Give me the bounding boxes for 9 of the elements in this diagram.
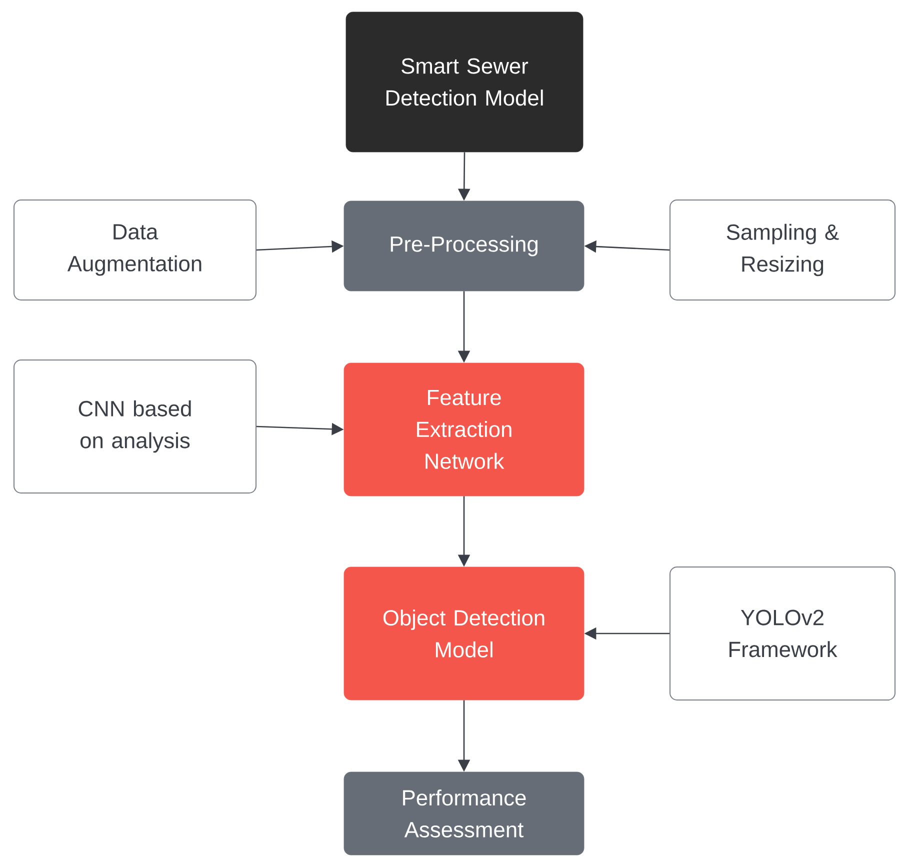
input-box: CNN based on analysis	[14, 360, 256, 494]
process-box: Feature Extraction Network	[344, 362, 584, 496]
process-box: Object Detection Model	[344, 566, 584, 700]
process-box: Pre-Processing	[344, 200, 584, 292]
input-box: Data Augmentation	[14, 200, 256, 300]
process-box: Performance Assessment	[344, 772, 584, 856]
title-box: Smart Sewer Detection Model	[346, 12, 584, 152]
input-box: Sampling & Resizing	[670, 200, 896, 300]
input-box: YOLOv2 Framework	[670, 566, 896, 700]
